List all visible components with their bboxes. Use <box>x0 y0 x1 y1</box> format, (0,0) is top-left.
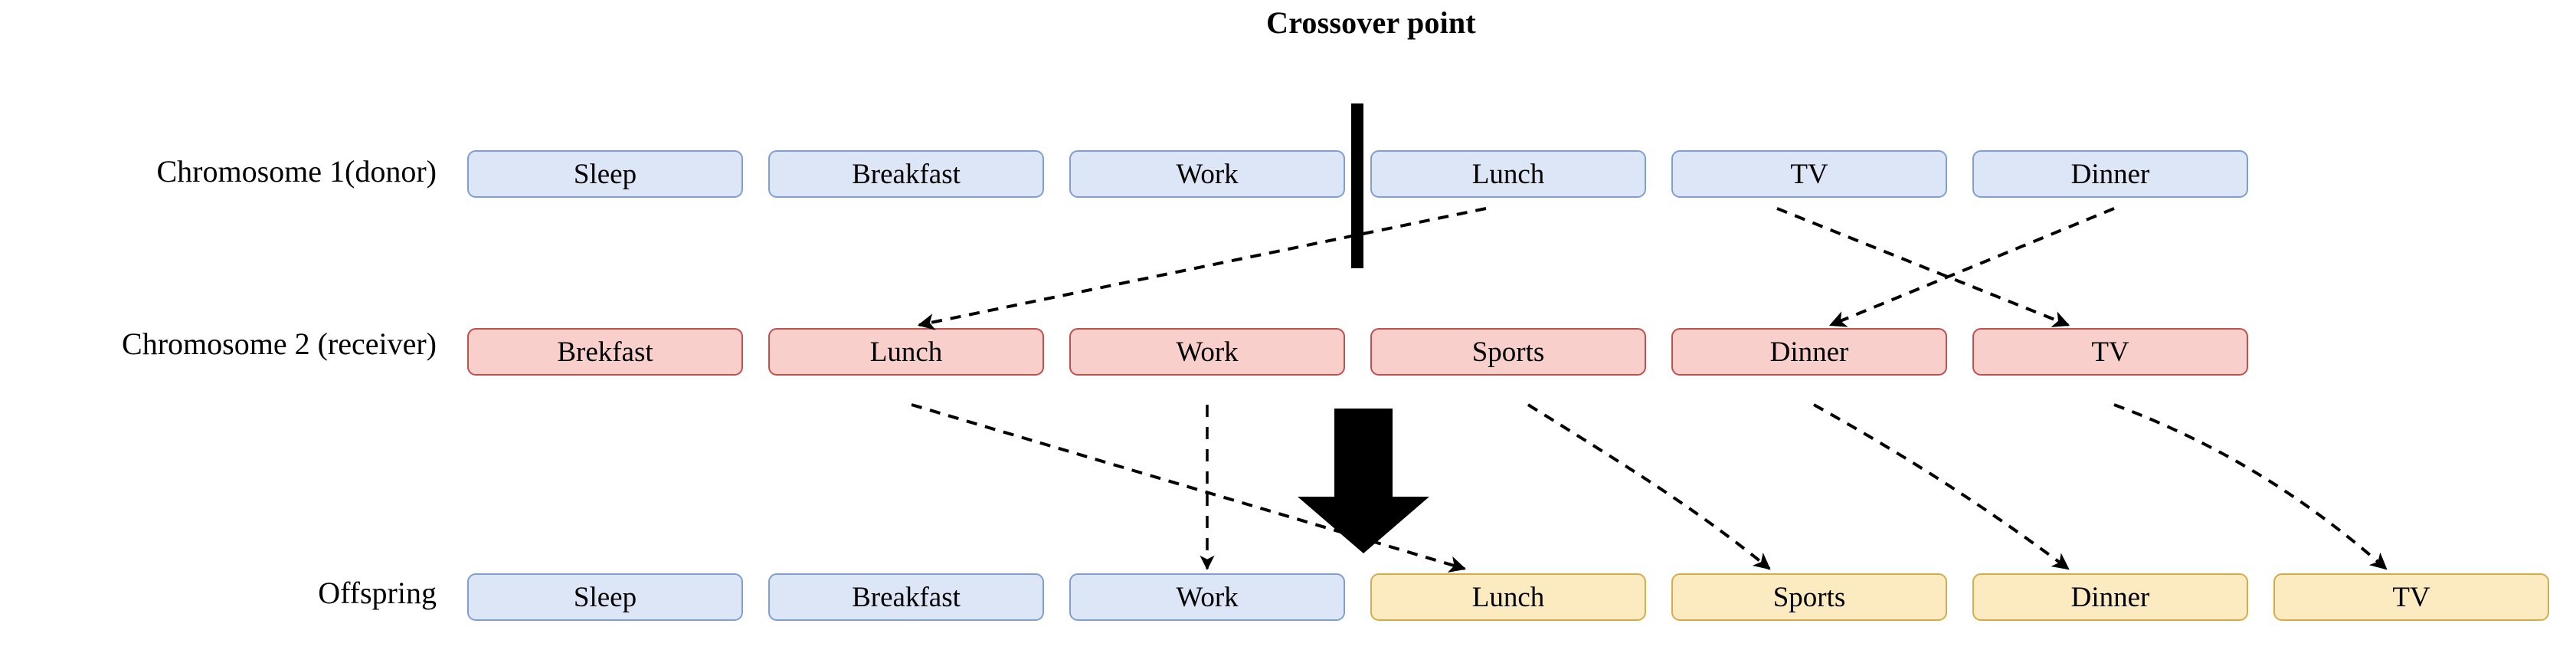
gene-box-c2-2[interactable]: Work <box>1069 328 1345 376</box>
gene-box-offspring-2[interactable]: Work <box>1069 573 1345 621</box>
gene-box-c1-0[interactable]: Sleep <box>467 150 743 198</box>
gene-box-c1-5[interactable]: Dinner <box>1972 150 2248 198</box>
connector-c2-dinner-to-offspring-dinner <box>1813 403 2070 570</box>
gene-box-offspring-5[interactable]: Dinner <box>1972 573 2248 621</box>
gene-box-c2-4[interactable]: Dinner <box>1671 328 1947 376</box>
connector-c1-lunch-to-c2-lunch <box>917 207 1487 330</box>
crossover-bar-icon <box>1351 103 1363 268</box>
gene-box-offspring-0[interactable]: Sleep <box>467 573 743 621</box>
gene-box-c1-4[interactable]: TV <box>1671 150 1947 198</box>
gene-box-c1-1[interactable]: Breakfast <box>768 150 1044 198</box>
connector-c2-tv-to-offspring-tv <box>2113 403 2388 570</box>
gene-box-offspring-4[interactable]: Sports <box>1671 573 1947 621</box>
gene-box-c2-0[interactable]: Brekfast <box>467 328 743 376</box>
page-title: Crossover point <box>1266 5 1476 40</box>
gene-box-offspring-3[interactable]: Lunch <box>1370 573 1646 621</box>
gene-box-c2-5[interactable]: TV <box>1972 328 2248 376</box>
gene-box-c2-1[interactable]: Lunch <box>768 328 1044 376</box>
gene-box-c1-2[interactable]: Work <box>1069 150 1345 198</box>
apply-crossover-down-arrow-icon <box>1298 409 1429 553</box>
gene-box-offspring-6[interactable]: TV <box>2273 573 2549 621</box>
offspring-label: Offspring <box>318 576 437 610</box>
chromosome2-label: Chromosome 2 (receiver) <box>122 327 437 361</box>
connector-c1-dinner-to-c2-dinner <box>1828 207 2115 327</box>
gene-box-offspring-1[interactable]: Breakfast <box>768 573 1044 621</box>
connector-c1-tv-to-c2-tv <box>1776 207 2070 327</box>
connector-c2-lunch-to-offspring-lunch <box>911 403 1467 573</box>
gene-box-c1-3[interactable]: Lunch <box>1370 150 1646 198</box>
gene-box-c2-3[interactable]: Sports <box>1370 328 1646 376</box>
chromosome1-label: Chromosome 1(donor) <box>156 154 437 189</box>
connector-c2-sports-to-offspring-sports <box>1527 403 1771 570</box>
